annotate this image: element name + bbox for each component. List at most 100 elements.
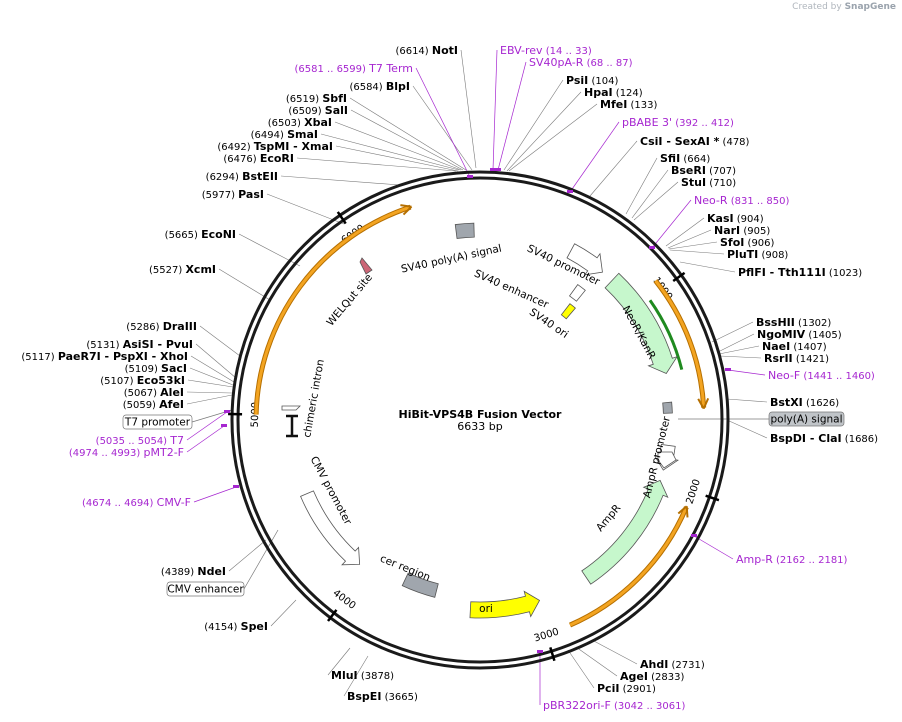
site-kasi[interactable]: KasI (904) bbox=[707, 212, 764, 225]
site-csii[interactable]: CsiI - SexAI * (478) bbox=[640, 135, 750, 148]
intron-glyph bbox=[281, 405, 301, 411]
site-name2-pflfi: - Tth111I bbox=[766, 266, 826, 279]
site-sbfi[interactable]: (6519) SbfI bbox=[286, 92, 347, 105]
site-name-bsteii: BstEII bbox=[242, 170, 278, 183]
site-ndei[interactable]: (4389) NdeI bbox=[161, 565, 226, 578]
site-nari[interactable]: NarI (905) bbox=[714, 224, 770, 237]
site-sfii[interactable]: SfiI (664) bbox=[660, 152, 710, 165]
site-pos-sbfi: (6519) bbox=[286, 94, 322, 105]
site-label-blpi: (6584) BlpI bbox=[349, 80, 410, 93]
primer-pmt2-f[interactable]: (4974 .. 4993) pMT2-F bbox=[69, 424, 227, 459]
site-blpi[interactable]: (6584) BlpI bbox=[349, 80, 410, 93]
site-name-draiii: DraIII bbox=[163, 320, 197, 333]
neo-green-arc bbox=[648, 299, 684, 370]
site-naei[interactable]: NaeI (1407) bbox=[762, 340, 827, 353]
site-afei[interactable]: (5059) AfeI bbox=[123, 398, 184, 411]
primer-sv40pa-r[interactable]: SV40pA-R (68 .. 87) bbox=[495, 56, 633, 171]
site-ngomiv[interactable]: NgoMIV (1405) bbox=[757, 328, 842, 341]
boxed-label-t7-promoter: T7 promoter bbox=[124, 417, 191, 429]
primer-neo-f[interactable]: Neo-F (1441 .. 1460) bbox=[725, 368, 875, 382]
site-draiii[interactable]: (5286) DraIII bbox=[126, 320, 197, 333]
site-saci[interactable]: (5109) SacI bbox=[125, 362, 187, 375]
primer-t7-term[interactable]: (6581 .. 6599) T7 Term bbox=[295, 62, 474, 178]
site-pluti[interactable]: PluTI (908) bbox=[727, 248, 788, 261]
site-smai[interactable]: (6494) SmaI bbox=[251, 128, 318, 141]
primer-mark-t7-term bbox=[467, 175, 473, 178]
site-sfoi[interactable]: SfoI (906) bbox=[720, 236, 775, 249]
site-leader-xcmi bbox=[218, 268, 271, 301]
site-label-nari: NarI (905) bbox=[714, 224, 770, 237]
primer-name-pbabe-3: pBABE 3' bbox=[622, 116, 672, 129]
primer-amp-r[interactable]: Amp-R (2162 .. 2181) bbox=[691, 534, 848, 566]
primer-name-t7-term: T7 Term bbox=[368, 62, 413, 75]
primer-t7[interactable]: (5035 .. 5054) T7 bbox=[96, 410, 230, 447]
site-mfei[interactable]: MfeI (133) bbox=[600, 98, 657, 111]
site-pos-econi: (5665) bbox=[165, 230, 201, 241]
primer-neo-r[interactable]: Neo-R (831 .. 850) bbox=[649, 194, 790, 249]
site-pflfi[interactable]: PflFI - Tth111I (1023) bbox=[738, 266, 862, 279]
site-pcii[interactable]: PciI (2901) bbox=[597, 682, 656, 695]
site-leader-spei bbox=[270, 599, 297, 627]
site-sali[interactable]: (6509) SalI bbox=[288, 104, 348, 117]
site-pos-hpai: (124) bbox=[613, 88, 643, 99]
snapgene-logo: SnapGene bbox=[844, 2, 896, 12]
primer-pbabe-3[interactable]: pBABE 3' (392 .. 412) bbox=[567, 116, 734, 193]
site-leader-pflfi bbox=[679, 261, 736, 273]
primer-pos-amp-r: (2162 .. 2181) bbox=[773, 555, 848, 566]
primer-name-amp-r: Amp-R bbox=[736, 553, 773, 566]
primer-mark-neo-f bbox=[725, 368, 731, 371]
site-pos-bsteii: (6294) bbox=[206, 172, 242, 183]
site-alei[interactable]: (5067) AleI bbox=[124, 386, 184, 399]
site-xcmi[interactable]: (5527) XcmI bbox=[149, 263, 216, 276]
sv40-polya-box bbox=[454, 222, 475, 239]
site-leader-ndei bbox=[228, 539, 267, 572]
site-ecori[interactable]: (6476) EcoRI bbox=[223, 152, 294, 165]
feature-label-ampr: AmpR bbox=[594, 502, 623, 534]
site-xbai[interactable]: (6503) XbaI bbox=[268, 116, 332, 129]
site-name-spei: SpeI bbox=[241, 620, 268, 633]
site-agei[interactable]: AgeI (2833) bbox=[620, 670, 684, 683]
site-bspei[interactable]: BspEI (3665) bbox=[347, 690, 418, 703]
site-spei[interactable]: (4154) SpeI bbox=[204, 620, 268, 633]
primer-ebv-rev[interactable]: EBV-rev (14 .. 33) bbox=[490, 44, 592, 171]
site-label-mlui: MluI (3878) bbox=[331, 669, 394, 682]
site-label-bsteii: (6294) BstEII bbox=[206, 170, 278, 183]
site-ahdi[interactable]: AhdI (2731) bbox=[640, 658, 705, 671]
boxed-label-cmv-enhancer: CMV enhancer bbox=[167, 584, 244, 596]
primer-pbr322ori-f[interactable]: pBR322ori-F (3042 .. 3061) bbox=[537, 650, 685, 712]
site-label-bspdi: BspDI - ClaI (1686) bbox=[770, 432, 878, 445]
site-bspdi[interactable]: BspDI - ClaI (1686) bbox=[770, 432, 878, 445]
site-leader-blpi bbox=[412, 85, 473, 171]
site-label-sali: (6509) SalI bbox=[288, 104, 348, 117]
site-econi[interactable]: (5665) EcoNI bbox=[165, 228, 236, 241]
site-bsshii[interactable]: BssHII (1302) bbox=[756, 316, 831, 329]
site-label-bseri: BseRI (707) bbox=[671, 164, 736, 177]
primer-name-neo-f: Neo-F bbox=[768, 369, 800, 382]
primer-name-sv40pa-r: SV40pA-R bbox=[529, 56, 584, 69]
site-bstxi[interactable]: BstXI (1626) bbox=[770, 396, 839, 409]
site-name-pluti: PluTI bbox=[727, 248, 758, 261]
site-leader-bspdi bbox=[726, 419, 768, 439]
site-pasi[interactable]: (5977) PasI bbox=[202, 188, 264, 201]
site-tspmi[interactable]: (6492) TspMI - XmaI bbox=[217, 140, 333, 153]
site-hpai[interactable]: HpaI (124) bbox=[584, 86, 643, 99]
site-leader-draiii bbox=[199, 325, 241, 357]
primer-label-t7-term: (6581 .. 6599) T7 Term bbox=[295, 62, 414, 75]
site-leader-smai bbox=[320, 133, 460, 171]
site-pos-spei: (4154) bbox=[204, 622, 240, 633]
site-leader-bseri bbox=[631, 169, 669, 219]
site-psii[interactable]: PsiI (104) bbox=[566, 74, 618, 87]
site-eco53ki[interactable]: (5107) Eco53kI bbox=[100, 374, 185, 387]
site-rsrii[interactable]: RsrII (1421) bbox=[764, 352, 829, 365]
site-name-sali: SalI bbox=[325, 104, 348, 117]
primer-cmv-f[interactable]: (4674 .. 4694) CMV-F bbox=[82, 485, 239, 509]
site-mlui[interactable]: MluI (3878) bbox=[331, 669, 394, 682]
site-bseri[interactable]: BseRI (707) bbox=[671, 164, 736, 177]
site-paer7i[interactable]: (5117) PaeR7I - PspXI - XhoI bbox=[21, 350, 188, 363]
site-asisi[interactable]: (5131) AsiSI - PvuI bbox=[86, 338, 193, 351]
site-noti[interactable]: (6614) NotI bbox=[395, 44, 458, 57]
site-leader-alei bbox=[186, 391, 233, 394]
site-stui[interactable]: StuI (710) bbox=[681, 176, 736, 189]
site-label-noti: (6614) NotI bbox=[395, 44, 458, 57]
site-bsteii[interactable]: (6294) BstEII bbox=[206, 170, 278, 183]
